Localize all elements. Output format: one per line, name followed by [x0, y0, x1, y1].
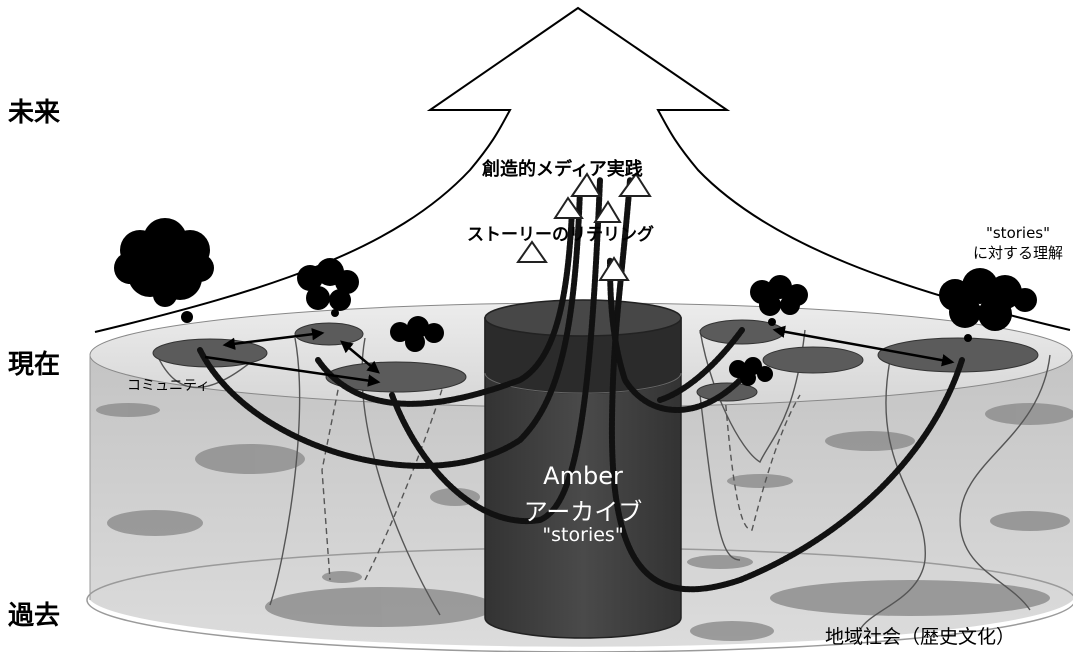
label-present: 現在: [8, 350, 61, 380]
cloud-3: [390, 316, 444, 352]
cloud-5: [729, 357, 773, 386]
cloud-6: [939, 268, 1037, 342]
community-label: コミュニティ: [127, 378, 211, 394]
thought-clouds: [114, 218, 1037, 386]
local-society-label: 地域社会（歴史文化）: [825, 626, 1016, 648]
story-threads: [197, 177, 965, 593]
community-funnels: [154, 329, 1051, 631]
stories-understanding-label: "stories" に対する理解: [958, 224, 1073, 263]
cloud-4: [750, 275, 808, 326]
stories-understanding-line1: "stories": [985, 224, 1051, 242]
creative-media-practice-label: 創造的メディア実践: [482, 159, 643, 180]
label-past: 過去: [8, 601, 61, 631]
thread-arrowheads: [516, 172, 652, 281]
society-blobs: [96, 403, 1073, 641]
cloud-2: [297, 258, 359, 317]
archive-subtitle: アーカイブ: [523, 498, 643, 526]
archive-title: Amber: [543, 462, 623, 490]
cloud-1: [114, 218, 214, 323]
archive-stories: "stories": [542, 524, 624, 546]
label-future: 未来: [8, 98, 61, 128]
stories-understanding-line2: に対する理解: [972, 244, 1063, 262]
story-retelling-label: ストーリーのリテリング: [467, 225, 654, 245]
community-links: [204, 325, 955, 387]
